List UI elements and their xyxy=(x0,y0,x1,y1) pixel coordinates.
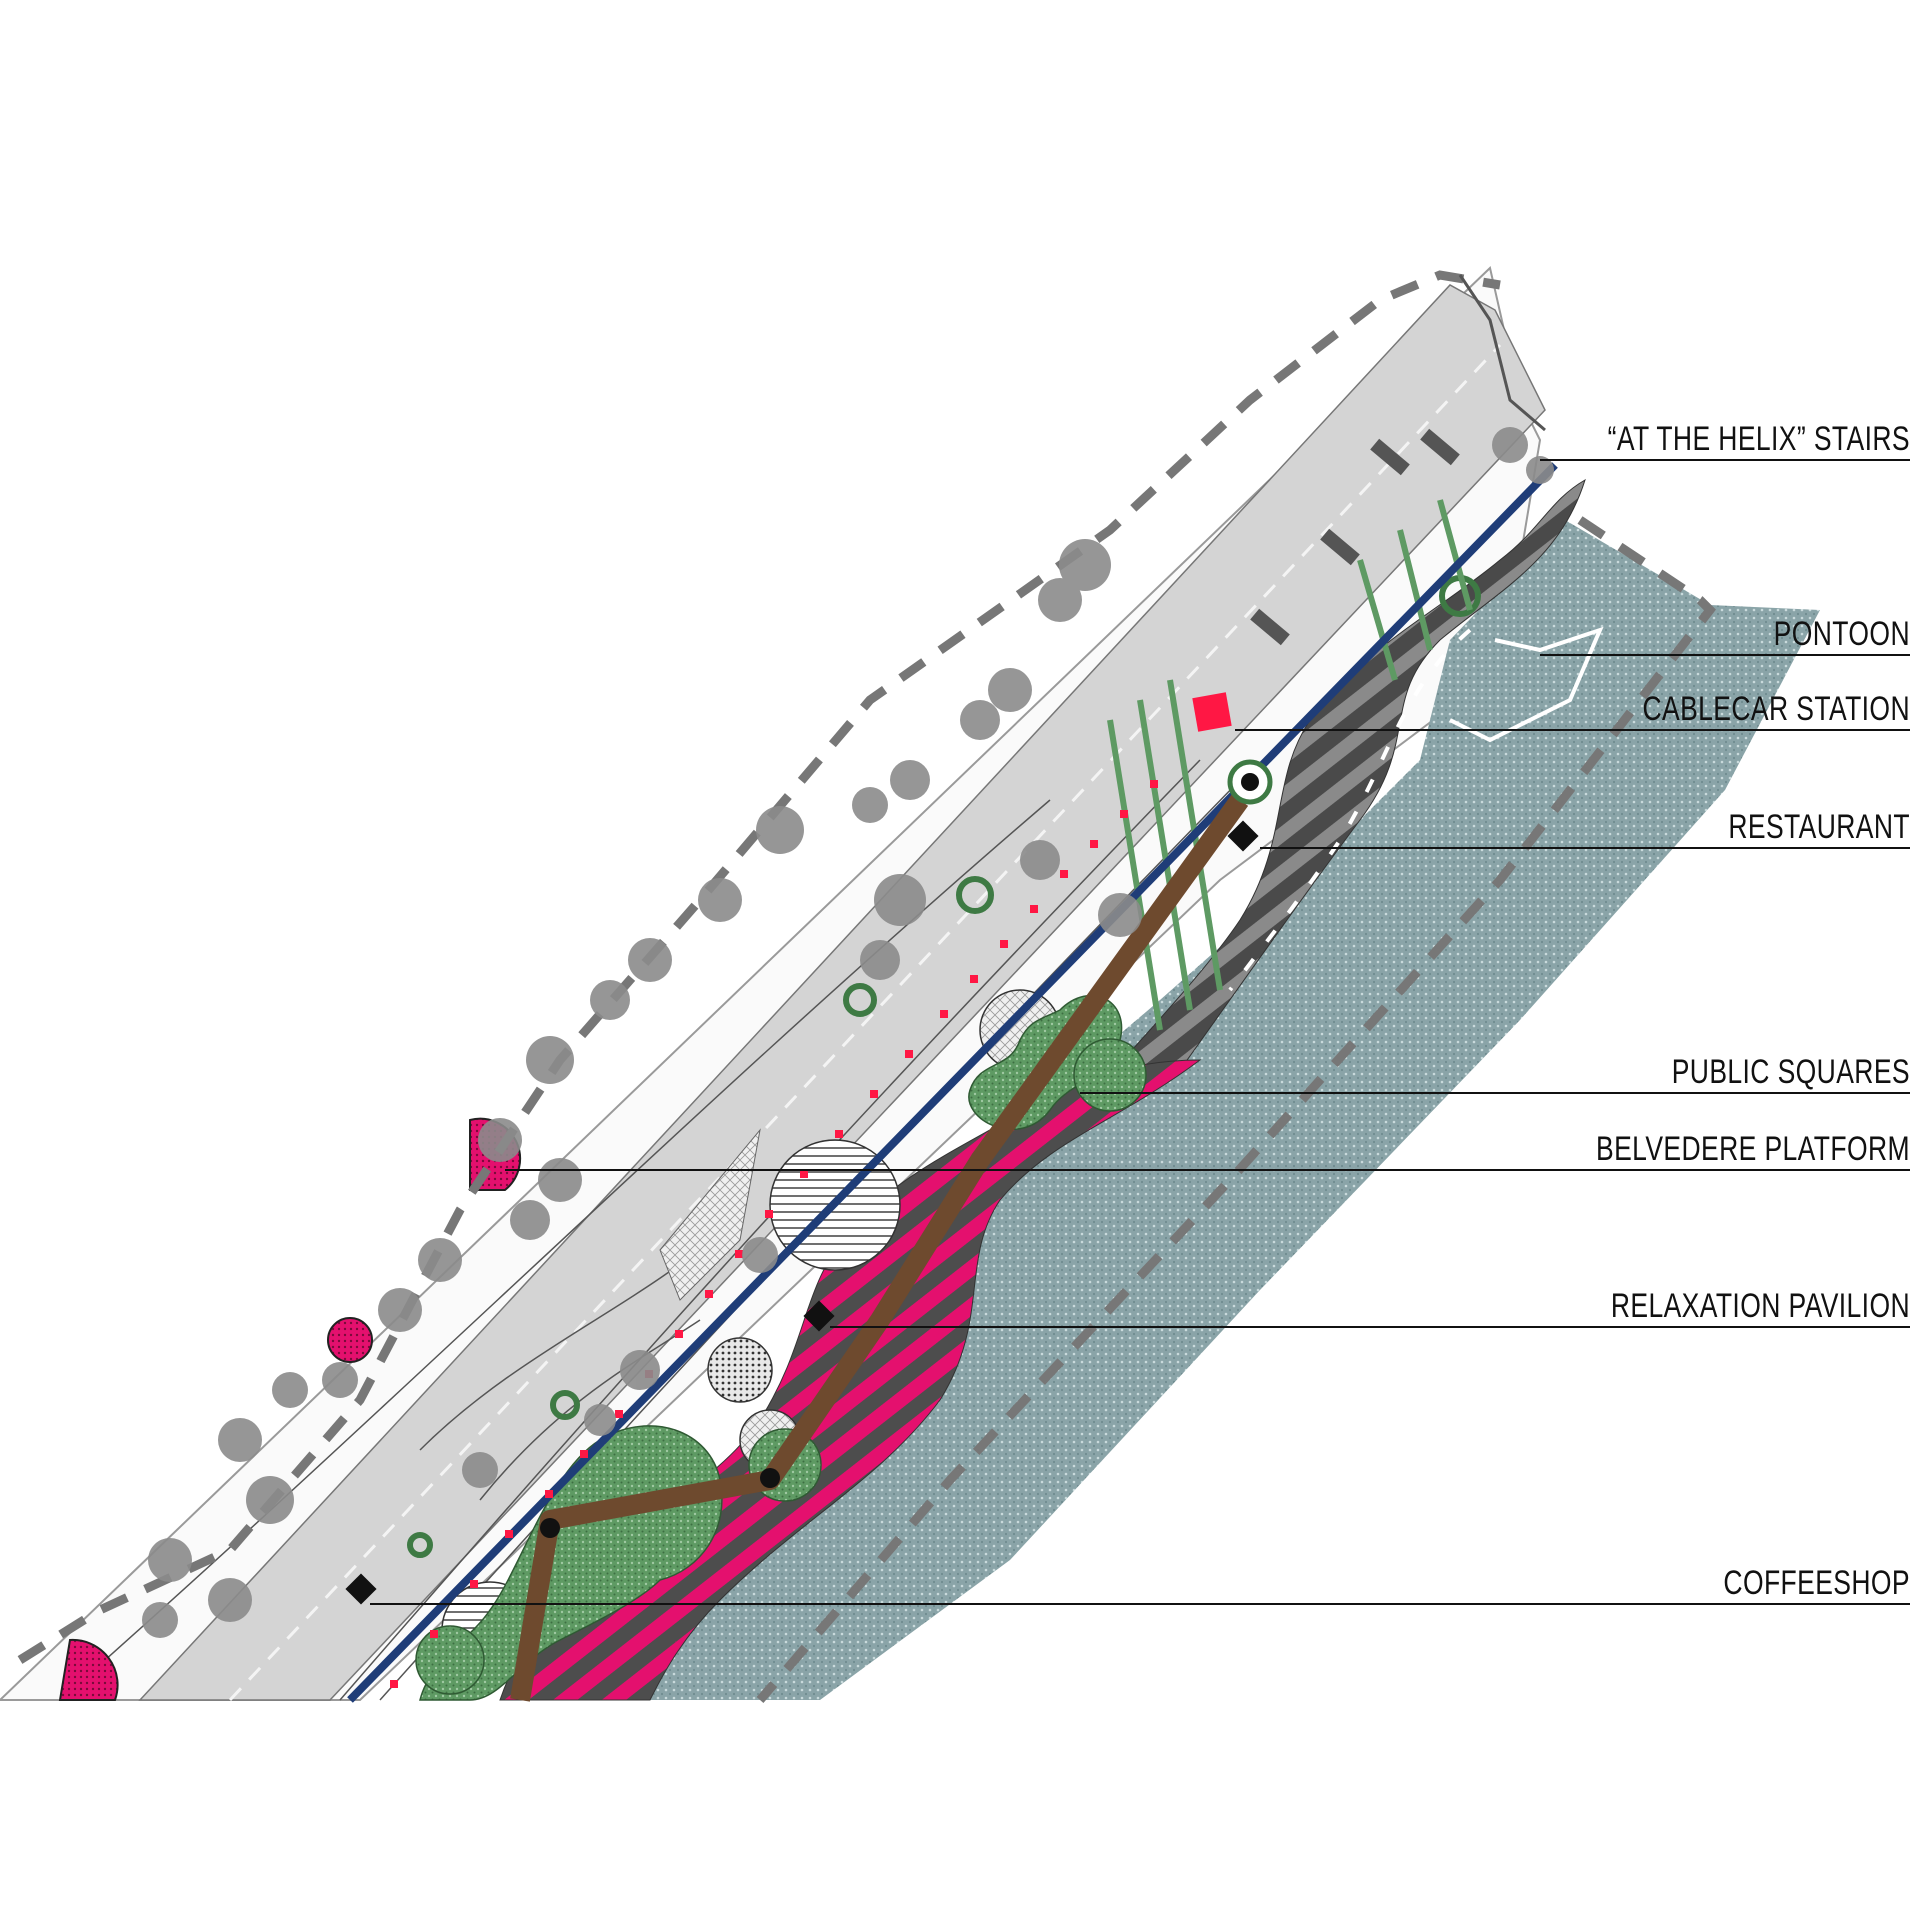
callout-labels: “AT THE HELIX” STAIRS PONTOON CABLECAR S… xyxy=(1596,420,1910,1602)
label-relaxation-pavilion: RELAXATION PAVILION xyxy=(1611,1287,1910,1325)
label-pontoon: PONTOON xyxy=(1774,615,1910,653)
label-helix-stairs: “AT THE HELIX” STAIRS xyxy=(1608,420,1910,458)
tree-rings xyxy=(407,575,1481,1558)
label-belvedere-platform: BELVEDERE PLATFORM xyxy=(1596,1130,1910,1168)
green-garden xyxy=(415,1625,485,1695)
site-boundary-river xyxy=(756,516,1716,1703)
boardwalk xyxy=(510,794,1249,1702)
stair-treads xyxy=(1250,428,1460,646)
pontoon-outline xyxy=(1449,626,1604,743)
label-coffeeshop: COFFEESHOP xyxy=(1723,1564,1910,1602)
green-garden xyxy=(1073,1038,1147,1112)
plaza-circle xyxy=(707,1337,773,1403)
boardwalk-nodes xyxy=(540,759,1273,1538)
main-road xyxy=(138,284,1546,1701)
label-cablecar-station: CABLECAR STATION xyxy=(1642,690,1910,728)
belvedere-marker-3 xyxy=(327,1317,373,1363)
label-public-squares: PUBLIC SQUARES xyxy=(1672,1053,1910,1091)
callout-lines xyxy=(370,459,1910,1605)
cablecar-station-marker xyxy=(1192,692,1232,732)
belvedere-marker-2 xyxy=(58,1638,119,1701)
label-restaurant: RESTAURANT xyxy=(1728,808,1910,846)
tree-canopies xyxy=(142,427,1554,1638)
coffeeshop-marker xyxy=(345,1573,377,1605)
road-centerline xyxy=(228,343,1502,1702)
site-edge xyxy=(1458,274,1546,432)
